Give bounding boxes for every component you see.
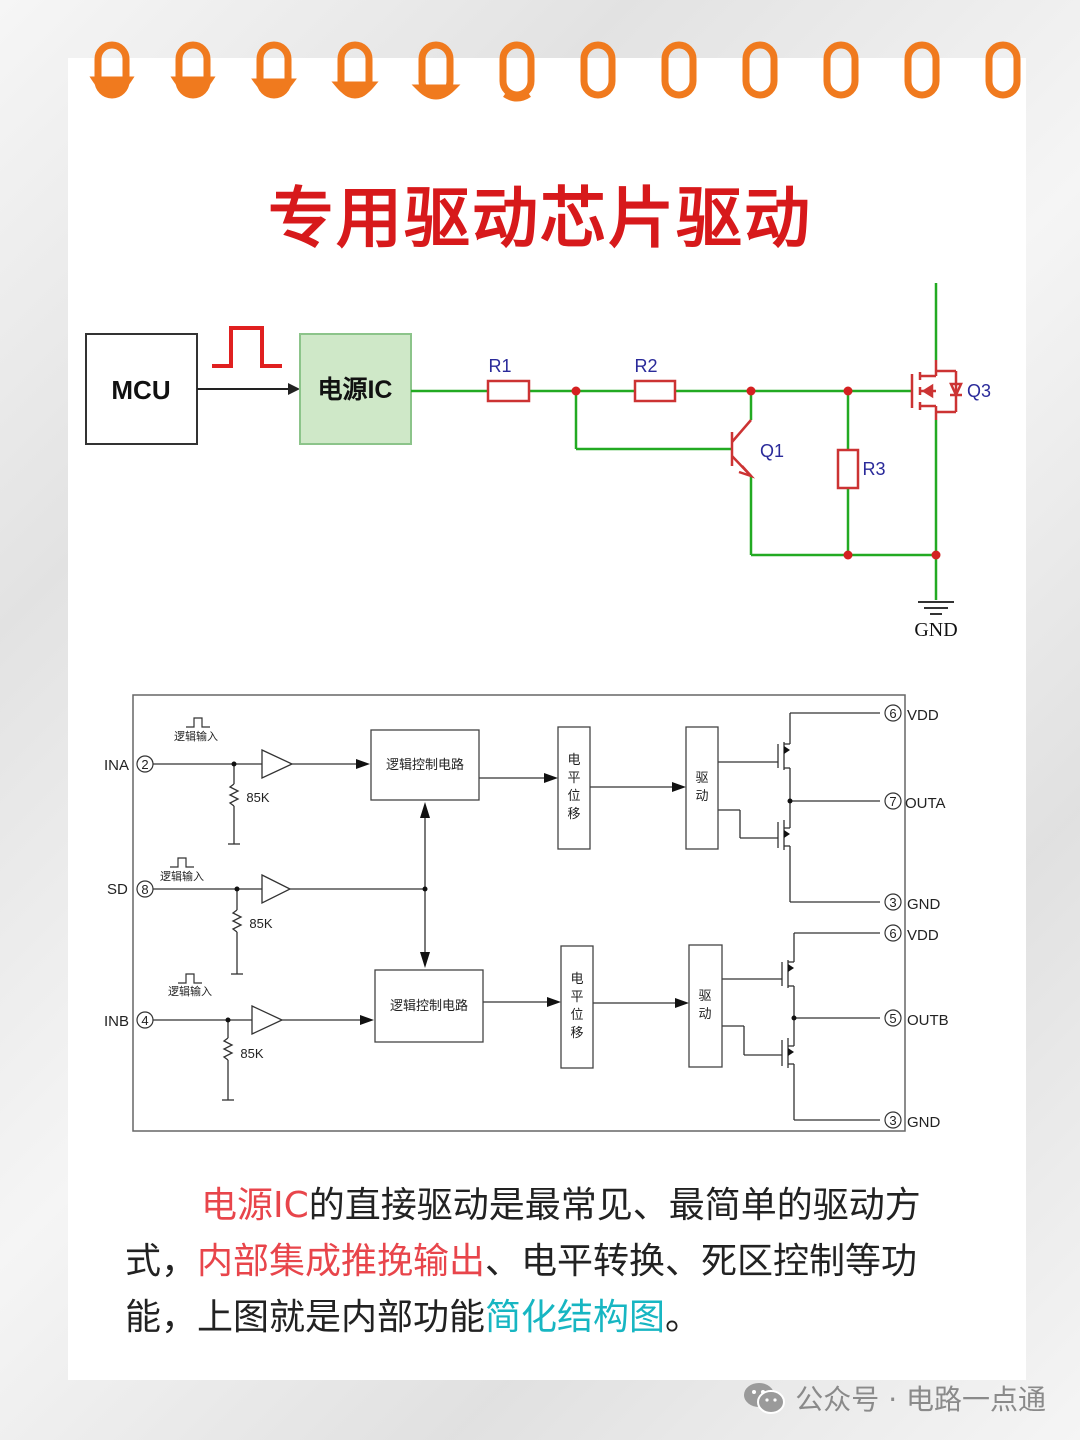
power-ic-label: 电源IC — [317, 376, 392, 404]
binder-ring-icon — [661, 41, 697, 99]
q1-label: Q1 — [760, 441, 784, 461]
resistor-label-sd: 85K — [249, 916, 272, 931]
pin-outa-number: 7 — [889, 794, 896, 809]
driver-label-a: 驱动 — [695, 770, 708, 803]
binder-ring-icon — [823, 41, 859, 99]
page-title: 专用驱动芯片驱动 — [268, 180, 812, 257]
resistor-r3 — [836, 448, 860, 490]
wechat-icon — [744, 1383, 786, 1414]
pin-outa-label: OUTA — [905, 795, 946, 812]
logic-input-label-b: 逻辑输入 — [168, 984, 212, 998]
pin-gnd-b-label: GND — [907, 1114, 941, 1131]
binder-ring-icon — [331, 41, 379, 99]
note-card — [68, 58, 1026, 1380]
description-paragraph: 电源IC的直接驱动是最常见、最简单的驱动方式，内部集成推挽输出、电平转换、死区控… — [125, 1178, 965, 1346]
logic-control-label-a: 逻辑控制电路 — [386, 757, 464, 772]
pin-vdd-a-label: VDD — [907, 707, 939, 724]
highlight-push-pull: 内部集成推挽输出 — [197, 1241, 486, 1282]
driver-block-a — [685, 726, 719, 850]
binder-ring-icon — [499, 41, 535, 102]
pin-gnd-a-number: 3 — [889, 895, 896, 910]
binder-rings — [89, 41, 1021, 102]
r2-label: R2 — [634, 356, 657, 376]
highlight-structure: 简化结构图 — [485, 1297, 666, 1338]
binder-ring-icon — [580, 41, 616, 99]
logic-control-block-b — [374, 969, 484, 1043]
pin-ina-label: INA — [104, 757, 129, 774]
paragraph-text-3: 。 — [665, 1297, 702, 1338]
driver-block-b — [688, 944, 723, 1068]
pin-inb-number: 4 — [141, 1013, 148, 1028]
paragraph-text-1: 的直接驱动是最常见、最简单的驱动方式， — [125, 1185, 921, 1282]
r3-label: R3 — [862, 459, 885, 479]
pulse-icon — [212, 326, 282, 368]
internal-block-diagram: 逻辑输入 逻辑输入 逻辑输入 85K 85K 85K 逻辑控制电路 逻辑控制电路… — [104, 694, 949, 1132]
footer-text: 公众号 · 电路一点通 — [795, 1383, 1046, 1416]
pin-vdd-b-label: VDD — [907, 927, 939, 944]
pin-outb-number: 5 — [889, 1011, 896, 1026]
binder-ring-icon — [742, 41, 778, 99]
pin-sd-label: SD — [107, 881, 128, 898]
binder-ring-icon — [904, 41, 940, 99]
highlight-power-ic: 电源IC — [201, 1185, 309, 1226]
paragraph-text-2: 、电平转换、死区控制等功能，上图就是内部功能 — [125, 1241, 918, 1338]
resistor-label-a: 85K — [246, 790, 269, 805]
pulse-icon — [178, 973, 202, 984]
driver-label-b: 驱动 — [698, 988, 711, 1021]
resistor-r1 — [486, 379, 531, 403]
transistor-q1 — [730, 419, 756, 479]
power-ic-block — [299, 333, 412, 445]
pin-sd-number: 8 — [141, 882, 148, 897]
pin-gnd-a-label: GND — [907, 896, 941, 913]
mcu-block — [85, 333, 198, 445]
level-shift-block-a — [557, 726, 591, 850]
pin-outb-label: OUTB — [907, 1012, 949, 1029]
pin-inb-label: INB — [104, 1013, 129, 1030]
logic-input-label-sd: 逻辑输入 — [160, 869, 204, 883]
level-shift-label-a: 电平位移 — [567, 752, 580, 821]
mosfet-q3 — [910, 360, 963, 420]
pin-gnd-b-number: 3 — [889, 1113, 896, 1128]
binder-ring-icon — [985, 41, 1021, 99]
logic-control-label-b: 逻辑控制电路 — [390, 998, 468, 1013]
pulse-icon — [170, 857, 194, 868]
logic-control-block-a — [370, 729, 480, 801]
pulse-icon — [186, 717, 210, 728]
level-shift-label-b: 电平位移 — [570, 971, 583, 1040]
pin-vdd-b-number: 6 — [889, 926, 896, 941]
r1-label: R1 — [488, 356, 511, 376]
pin-ina-number: 2 — [141, 757, 148, 772]
binder-ring-icon — [89, 41, 135, 99]
binder-ring-icon — [411, 41, 461, 100]
pin-vdd-a-number: 6 — [889, 706, 896, 721]
level-shift-block-b — [560, 945, 594, 1069]
driver-circuit-diagram: MCU 电源IC R1 R2 R3 Q1 — [85, 283, 991, 641]
q3-label: Q3 — [967, 381, 991, 401]
chip-outline — [132, 694, 906, 1132]
footer-watermark: 公众号 · 电路一点通 — [743, 1378, 1046, 1418]
logic-input-label-a: 逻辑输入 — [174, 729, 218, 743]
binder-ring-icon — [251, 41, 297, 99]
ground-icon — [918, 601, 954, 615]
gnd-label: GND — [914, 619, 957, 641]
mcu-label: MCU — [111, 375, 170, 405]
resistor-label-b: 85K — [240, 1046, 263, 1061]
resistor-r2 — [633, 379, 677, 403]
binder-ring-icon — [170, 41, 216, 99]
